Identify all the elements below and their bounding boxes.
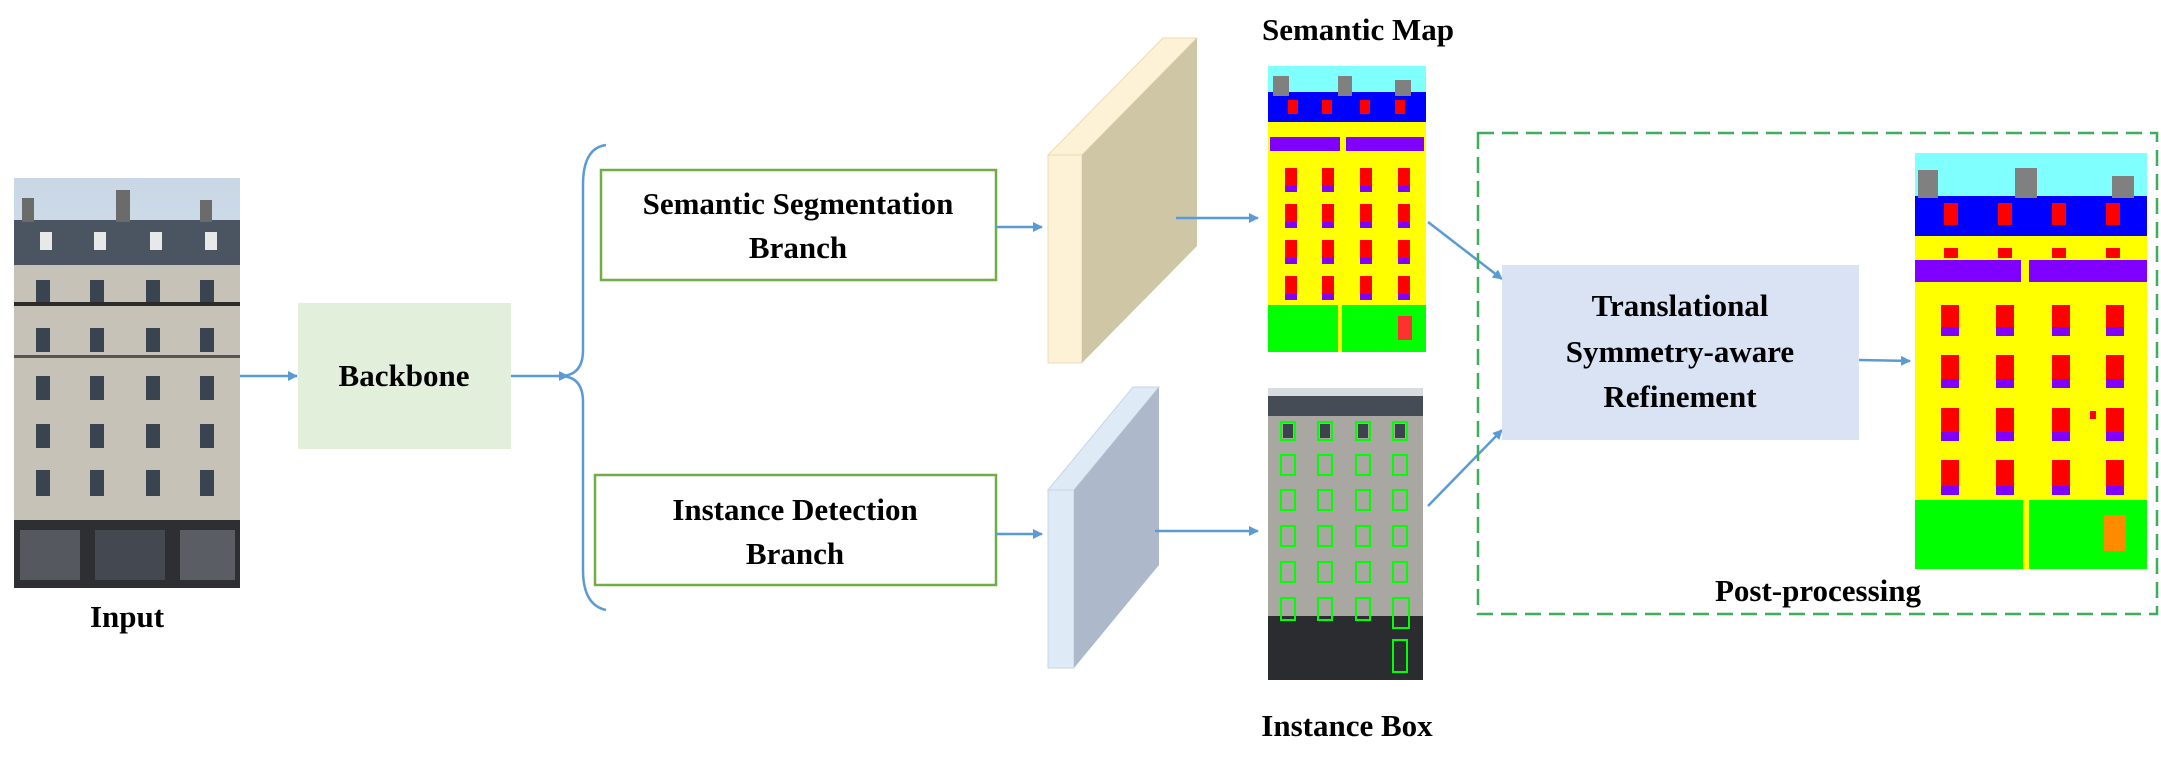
refinement-label-line2: Symmetry-aware <box>1566 334 1794 369</box>
post-processing-label: Post-processing <box>1715 573 1922 608</box>
branch-brace <box>559 143 607 612</box>
arrow-semantic-map-refinement <box>1427 221 1503 280</box>
arrow-instance-box-refinement <box>1427 429 1503 507</box>
refinement-box <box>1502 265 1859 440</box>
arrow-refinement-result <box>1858 355 1911 366</box>
semantic-map-image <box>1268 66 1426 352</box>
instance-box-label: Instance Box <box>1261 708 1433 743</box>
semantic-branch-box <box>599 168 998 282</box>
refinement-label-line1: Translational <box>1592 288 1769 323</box>
input-image <box>14 178 240 588</box>
instance-branch-label-line2: Branch <box>746 536 844 571</box>
semantic-branch-label-line2: Branch <box>749 230 847 265</box>
backbone-box <box>298 303 511 449</box>
instance-branch-box <box>593 473 998 587</box>
backbone-label: Backbone <box>339 358 470 393</box>
semantic-map-label: Semantic Map <box>1262 12 1454 47</box>
input-label: Input <box>90 599 165 634</box>
post-processing-region <box>1476 131 2159 616</box>
refined-map-image <box>1915 153 2147 569</box>
semantic-branch-label-line1: Semantic Segmentation <box>643 186 954 221</box>
instance-branch-label-line1: Instance Detection <box>672 492 917 527</box>
instance-box-image <box>1268 388 1423 680</box>
refinement-label-line3: Refinement <box>1603 379 1757 414</box>
instance-feature-block <box>1046 386 1161 669</box>
semantic-feature-block <box>1046 37 1199 364</box>
